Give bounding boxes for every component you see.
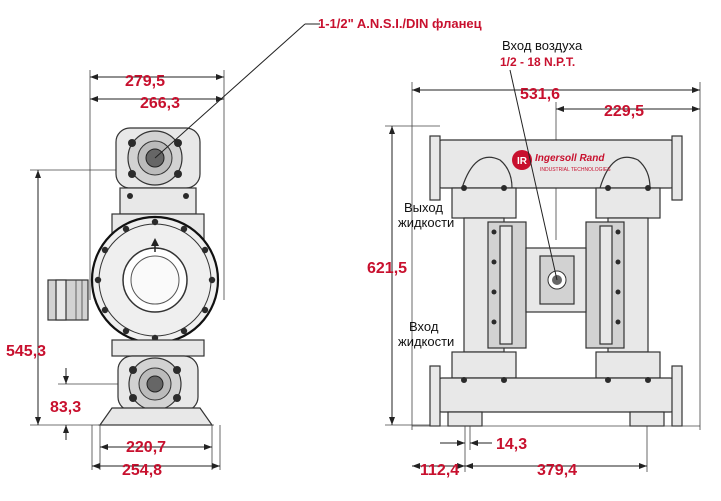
front-bolts [461,185,651,325]
dim-front-height: 621,5 [367,260,407,277]
dim-foot-outer: 254,8 [122,462,162,479]
dim-side-width-outer: 279,5 [125,73,165,90]
svg-text:Ingersoll Rand: Ingersoll Rand [535,153,605,164]
side-view: 279,5 266,3 545,3 83,3 [6,16,482,479]
dim-foot-inner: 220,7 [126,439,166,456]
dim-foot-span: 379,4 [537,462,577,479]
dim-side-width-inner: 266,3 [140,95,180,112]
svg-text:INDUSTRIAL TECHNOLOGIES: INDUSTRIAL TECHNOLOGIES [540,167,611,173]
body-bolts [94,218,216,342]
label-fluid-inlet: Вход [409,319,439,334]
dim-side-height: 545,3 [6,343,46,360]
label-fluid-outlet: Выход [404,200,443,215]
brand-logo: IR Ingersoll Rand INDUSTRIAL TECHNOLOGIE… [512,150,611,173]
dim-front-width: 531,6 [520,86,560,103]
dim-foot-left: 112,4 [420,462,459,479]
label-fluid-outlet-2: жидкости [398,215,454,230]
front-view: 531,6 229,5 621,5 IR Ingersoll Rand INDU… [367,38,701,479]
dim-inlet-height: 83,3 [50,399,81,416]
label-air-inlet: Вход воздуха [502,38,583,53]
dim-foot-gap: 14,3 [496,436,527,453]
label-flange: 1-1/2" A.N.S.I./DIN фланец [318,16,482,31]
dim-front-half: 229,5 [604,103,644,120]
label-fluid-inlet-2: жидкости [398,334,454,349]
label-air-thread: 1/2 - 18 N.P.T. [500,55,575,69]
svg-text:IR: IR [517,156,528,167]
